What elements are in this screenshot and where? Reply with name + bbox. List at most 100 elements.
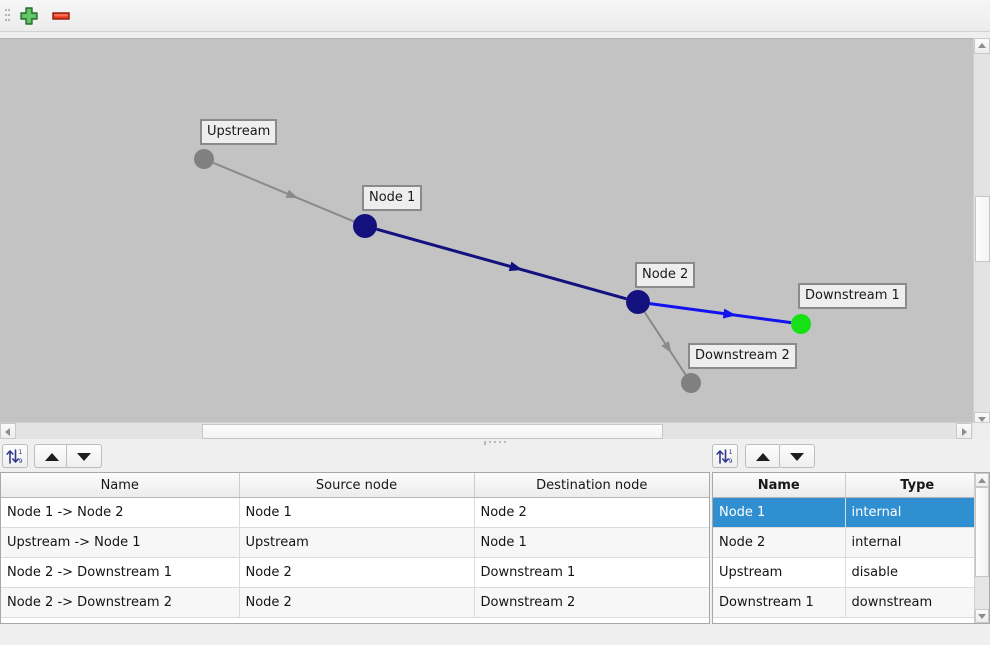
node-table-scroll-thumb[interactable]	[975, 487, 989, 577]
edge-table-cell: Downstream 1	[474, 557, 709, 588]
edge-sort-button[interactable]: 1 9	[2, 444, 28, 468]
node-move-down-button[interactable]	[779, 444, 815, 468]
edge-table-cell: Upstream	[239, 527, 475, 558]
sort-icon: 1 9	[716, 448, 733, 465]
edge-table-cell: Node 2	[239, 557, 475, 588]
node-table-cell: internal	[845, 497, 989, 528]
edge-table-cell: Node 2	[474, 497, 709, 528]
delete-node-button[interactable]	[50, 6, 72, 26]
triangle-up-icon	[978, 43, 986, 48]
add-node-button[interactable]	[18, 6, 40, 26]
canvas-vertical-scrollbar[interactable]	[973, 38, 990, 428]
node-table-cell: Node 2	[713, 527, 846, 558]
sort-icon: 1 9	[6, 448, 23, 465]
canvas-horizontal-scrollbar[interactable]	[0, 422, 990, 439]
node-table-cell: Upstream	[713, 557, 846, 588]
edge-table-toolbar: 1 9	[0, 444, 150, 468]
edge-table-column-header[interactable]: Name	[1, 473, 240, 498]
triangle-right-icon	[962, 428, 967, 436]
edge-move-up-button[interactable]	[34, 444, 70, 468]
horizontal-scroll-thumb[interactable]	[202, 424, 663, 439]
graph-node-node1[interactable]	[353, 214, 377, 238]
graph-node-downstream2[interactable]	[681, 373, 701, 393]
node-table-cell: Node 1	[713, 497, 846, 528]
graph-node-node2[interactable]	[626, 290, 650, 314]
toolbar-drag-handle[interactable]	[5, 9, 10, 24]
triangle-up-icon	[756, 453, 770, 461]
graph-edge-upstream-node1[interactable]	[212, 161, 355, 223]
edge-table-column-header[interactable]: Destination node	[474, 473, 709, 498]
arrowhead-icon	[285, 189, 298, 199]
arrowhead-icon	[722, 308, 737, 319]
triangle-up-icon	[978, 478, 986, 483]
minus-icon	[52, 12, 70, 20]
edge-table-cell: Upstream -> Node 1	[1, 527, 240, 558]
triangle-down-icon	[790, 453, 804, 461]
node-label-downstream2[interactable]: Downstream 2	[688, 343, 797, 369]
node-table-column-header[interactable]: Name	[713, 473, 846, 498]
node-table-cell: internal	[845, 527, 989, 558]
edge-table-cell: Node 1 -> Node 2	[1, 497, 240, 528]
edge-table-cell: Downstream 2	[474, 587, 709, 618]
edge-table-cell: Node 1	[239, 497, 475, 528]
node-label-node2[interactable]: Node 2	[635, 262, 696, 288]
graph-edge-node2-downstream1[interactable]	[649, 302, 792, 325]
node-table-toolbar: 1 9	[712, 444, 862, 468]
node-label-upstream[interactable]: Upstream	[200, 119, 278, 145]
arrowhead-icon	[508, 261, 523, 272]
node-table-scroll-down-button[interactable]	[975, 609, 989, 623]
node-table-cell: downstream	[845, 587, 989, 618]
graph-node-downstream1[interactable]	[791, 314, 811, 334]
node-sort-button[interactable]: 1 9	[712, 444, 738, 468]
triangle-up-icon	[45, 453, 59, 461]
node-table-cell: disable	[845, 557, 989, 588]
splitter-grip	[484, 441, 510, 445]
scroll-left-button[interactable]	[0, 423, 16, 439]
triangle-left-icon	[5, 428, 10, 436]
edge-table-cell: Node 2 -> Downstream 1	[1, 557, 240, 588]
node-label-node1[interactable]: Node 1	[362, 185, 423, 211]
vertical-scroll-thumb[interactable]	[975, 196, 990, 262]
graph-svg	[194, 149, 811, 393]
svg-text:1: 1	[19, 448, 23, 456]
triangle-down-icon	[77, 453, 91, 461]
node-label-downstream1[interactable]: Downstream 1	[798, 283, 907, 309]
node-table-column-header[interactable]: Type	[845, 473, 989, 498]
edge-move-down-button[interactable]	[66, 444, 102, 468]
scroll-right-button[interactable]	[956, 423, 972, 439]
plus-icon	[20, 7, 38, 25]
node-table-scroll-up-button[interactable]	[975, 473, 989, 487]
main-toolbar	[0, 0, 990, 32]
graph-node-upstream[interactable]	[194, 149, 214, 169]
triangle-down-icon	[978, 614, 986, 619]
graph-edge-node1-node2[interactable]	[376, 227, 627, 301]
node-table-vertical-scrollbar[interactable]	[974, 473, 989, 623]
edge-table-cell: Node 2	[239, 587, 475, 618]
node-move-up-button[interactable]	[745, 444, 781, 468]
panel-splitter[interactable]	[0, 439, 990, 446]
triangle-down-icon	[978, 417, 986, 422]
svg-text:9: 9	[19, 457, 23, 465]
edge-table-column-header[interactable]: Source node	[239, 473, 475, 498]
scroll-up-button[interactable]	[974, 38, 990, 54]
arrowhead-icon	[661, 341, 672, 354]
scrollbar-corner	[973, 423, 990, 439]
graph-edge-node2-downstream2[interactable]	[643, 311, 687, 376]
svg-text:1: 1	[729, 448, 733, 456]
